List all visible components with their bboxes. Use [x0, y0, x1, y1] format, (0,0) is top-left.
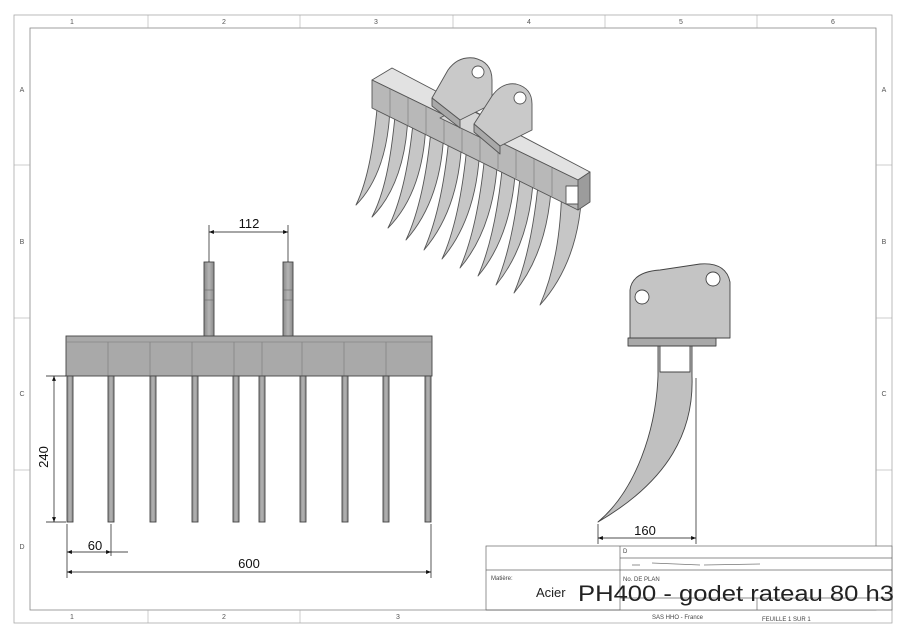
col-ref-bottom-3: 3	[396, 614, 400, 621]
col-ref-4: 4	[527, 19, 531, 26]
redacted-name	[632, 562, 761, 566]
zone-labels: 1 2 3 4 5 6 1 2 3 A B C D A B C	[19, 19, 886, 621]
dim-lug-spacing: 112	[239, 216, 260, 231]
company-name: SAS HHO - France	[652, 615, 704, 621]
front-lug-left	[203, 261, 215, 343]
col-ref-2: 2	[222, 19, 226, 26]
front-tine	[424, 375, 432, 523]
row-ref-d-left: D	[19, 544, 24, 551]
front-tine	[107, 375, 115, 523]
row-ref-b-right: B	[882, 239, 887, 246]
zone-dividers	[14, 15, 892, 623]
dim-overall-width: 600	[238, 556, 260, 571]
row-ref-a-right: A	[882, 87, 887, 94]
title-block	[485, 545, 893, 611]
row-ref-c-right: C	[881, 391, 886, 398]
material-value: Acier	[536, 585, 566, 600]
col-ref-5: 5	[679, 19, 683, 26]
dim-tine-pitch: 60	[88, 538, 102, 553]
front-tine	[341, 375, 349, 523]
sheet-number: FEUILLE 1 SUR 1	[762, 617, 811, 623]
front-tine	[66, 375, 74, 523]
front-tine	[149, 375, 157, 523]
front-tine	[299, 375, 307, 523]
designation-title: PH400 - godet rateau 80 h3	[578, 581, 894, 606]
plan-label: No. DE PLAN	[623, 577, 660, 583]
col-ref-1: 1	[70, 19, 74, 26]
front-beam	[65, 335, 433, 377]
front-tine	[382, 375, 390, 523]
dim-tine-length: 240	[36, 446, 51, 468]
row-ref-c-left: C	[19, 391, 24, 398]
col-ref-3: 3	[374, 19, 378, 26]
front-tine	[232, 375, 240, 523]
col-ref-6: 6	[831, 19, 835, 26]
front-tine	[258, 375, 266, 523]
dim-side-width: 160	[634, 523, 656, 538]
col-ref-bottom-2: 2	[222, 614, 226, 621]
front-tine	[191, 375, 199, 523]
side-view	[597, 263, 731, 523]
front-lug-right	[282, 261, 294, 343]
row-ref-b-left: B	[20, 239, 25, 246]
isometric-view	[355, 57, 591, 306]
dimension-lines	[46, 225, 697, 578]
col-ref-bottom-1: 1	[70, 614, 74, 621]
matiere-label: Matière:	[491, 576, 513, 582]
row-ref-a-left: A	[20, 87, 25, 94]
front-view	[65, 261, 433, 523]
title-block-drawn: D	[623, 549, 628, 555]
